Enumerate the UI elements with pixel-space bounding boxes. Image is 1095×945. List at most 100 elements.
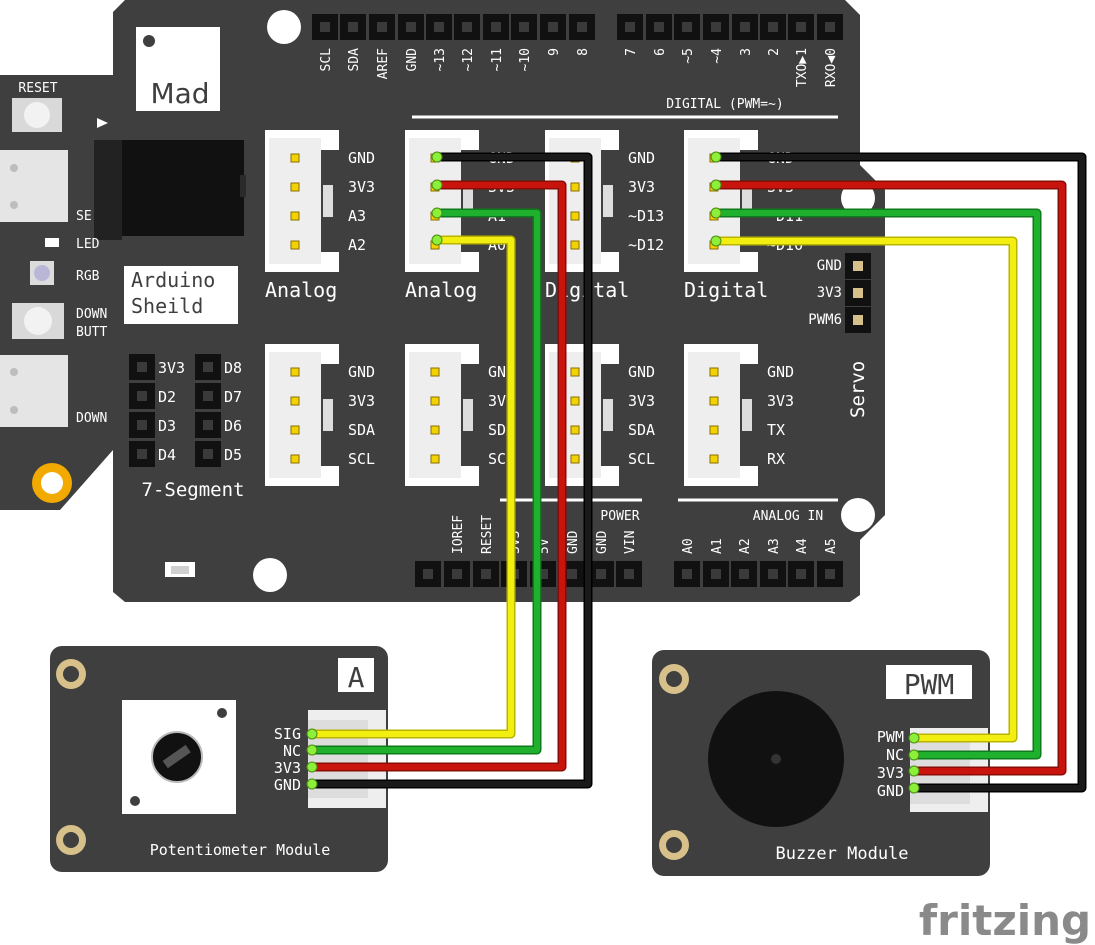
connector-pin xyxy=(570,396,580,406)
led-indicator xyxy=(45,238,59,247)
connector-pin-label: ~D13 xyxy=(628,207,664,225)
wire-endpoint xyxy=(306,778,318,790)
connector-pin xyxy=(290,425,300,435)
header-pin-hole xyxy=(654,22,664,32)
wire-endpoint xyxy=(431,179,443,191)
wire-yellow-buzzer-pwm xyxy=(713,238,1016,741)
pot-pin-label: GND xyxy=(274,776,301,794)
fritzing-watermark: fritzing xyxy=(919,896,1091,945)
connector-pin-label: GND xyxy=(767,363,794,381)
buzzer-pin-label: GND xyxy=(877,782,904,800)
header-pin-hole xyxy=(596,569,606,579)
wire-endpoint xyxy=(431,151,443,163)
header-pin-hole xyxy=(203,362,213,372)
header-pin-hole xyxy=(711,569,721,579)
seg-right-label: D7 xyxy=(224,388,242,406)
header-pin-hole xyxy=(768,569,778,579)
connector-pin-label: SDA xyxy=(348,421,375,439)
wire-red-buzzer-3v3 xyxy=(713,182,1065,774)
connector-caption: Digital xyxy=(684,278,768,302)
connector-pin-label: A3 xyxy=(348,207,366,225)
top-pin-label: 7 xyxy=(624,48,639,56)
top-pin-label: ~12 xyxy=(461,48,476,71)
wire-endpoint xyxy=(710,151,722,163)
wire-endpoint xyxy=(710,207,722,219)
connector-pin-label: GND xyxy=(628,363,655,381)
header-pin-hole xyxy=(320,22,330,32)
connector-pin xyxy=(709,425,719,435)
mounting-hole xyxy=(253,558,287,592)
top-pin-label: 8 xyxy=(576,48,591,56)
buzzer-pin-label: NC xyxy=(886,746,904,764)
down-button-cap xyxy=(24,307,52,335)
header-pin-hole xyxy=(462,22,472,32)
top-pin-label: ~13 xyxy=(433,48,448,71)
connector-pin-label: 3V3 xyxy=(348,392,375,410)
connector-latch xyxy=(742,185,752,217)
top-pin-label: ~4 xyxy=(710,48,725,64)
connector-pin xyxy=(430,396,440,406)
servo-pin-label: 3V3 xyxy=(817,285,842,301)
connector-latch xyxy=(742,399,752,431)
pot-pin-label: NC xyxy=(283,742,301,760)
wire-green-pot-nc xyxy=(309,210,540,753)
wire-endpoint xyxy=(306,728,318,740)
connector-pin-label: 3V3 xyxy=(767,392,794,410)
analog-pin-label: A4 xyxy=(795,538,810,554)
butt-label: BUTT xyxy=(76,325,107,340)
pot-dot xyxy=(130,796,140,806)
wire-black-buzzer-gnd xyxy=(713,154,1085,791)
analog-pin-label: A2 xyxy=(738,538,753,554)
header-pin-hole xyxy=(739,569,749,579)
top-pin-label: SCL xyxy=(319,48,334,72)
wire-black-pot-gnd xyxy=(309,154,591,787)
power-pin-label: GND xyxy=(566,530,581,554)
header-pin-hole xyxy=(796,569,806,579)
connector-pin xyxy=(290,182,300,192)
servo-pin-label: GND xyxy=(817,258,842,274)
power-pin-label: VIN xyxy=(623,531,638,554)
connector-pin xyxy=(290,240,300,250)
header-pin-hole xyxy=(825,22,835,32)
header-pin-hole xyxy=(348,22,358,32)
seg-title: 7-Segment xyxy=(142,479,245,501)
servo-pin-label: PWM6 xyxy=(808,312,842,328)
connector-latch xyxy=(463,399,473,431)
pot-badge: A xyxy=(348,661,365,694)
connector-caption: Analog xyxy=(265,278,337,302)
connector-pin-label: 3V3 xyxy=(628,392,655,410)
seg-left-label: D2 xyxy=(158,388,176,406)
orange-hole-center xyxy=(41,472,63,494)
wire-endpoint xyxy=(908,732,920,744)
top-pin-label: ~10 xyxy=(518,48,533,71)
pot-pin-label: 3V3 xyxy=(274,759,301,777)
header-pin-hole xyxy=(137,449,147,459)
power-title: POWER xyxy=(600,509,639,524)
header-pin-hole xyxy=(538,569,548,579)
se-label: SE xyxy=(76,209,92,224)
connector-pin xyxy=(709,367,719,377)
power-pin-label: IOREF xyxy=(451,515,466,554)
connector-pin-label: TX xyxy=(767,421,785,439)
mounting-hole-center xyxy=(63,666,79,682)
digital-header-label: DIGITAL (PWM=~) xyxy=(666,97,783,112)
header-pin-hole xyxy=(203,391,213,401)
down-label-2: DOWN xyxy=(76,411,107,426)
seg-right-label: D6 xyxy=(224,417,242,435)
connector-pin xyxy=(290,153,300,163)
buzzer-badge-box xyxy=(886,665,972,699)
header-pin-hole xyxy=(625,22,635,32)
down-label: DOWN xyxy=(76,307,107,322)
header-pin-hole xyxy=(768,22,778,32)
pot-dot xyxy=(217,708,227,718)
top-pin-label: 3 xyxy=(739,48,754,56)
usb-port-hole xyxy=(10,201,18,209)
header-pin-hole xyxy=(682,569,692,579)
shield-title-line1: Arduino xyxy=(131,268,215,292)
seg-right-label: D5 xyxy=(224,446,242,464)
